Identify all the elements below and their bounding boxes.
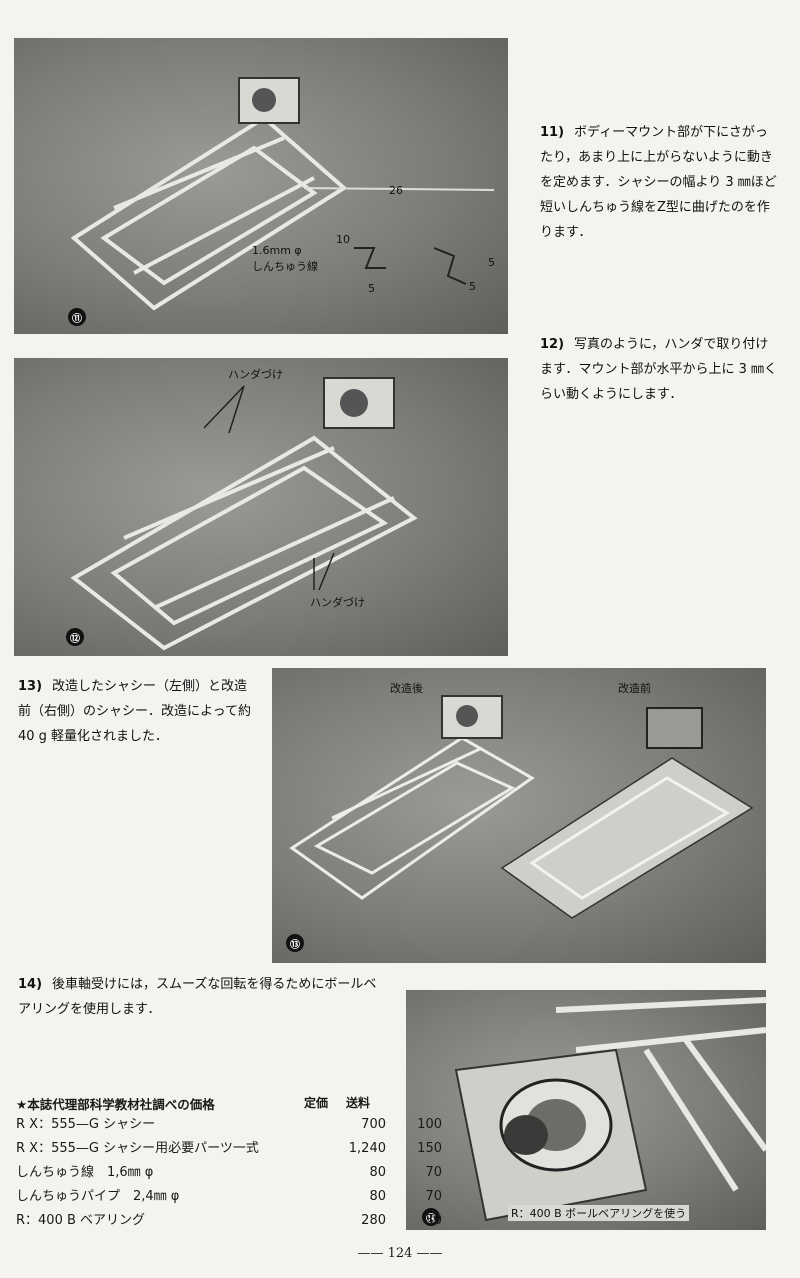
item-name: R：400 B ベアリング	[16, 1213, 146, 1228]
bearing-caption: R：400 B ボールベアリングを使う	[508, 1205, 690, 1221]
figure-number: ⑪	[68, 308, 86, 326]
step-number: 14)	[18, 977, 43, 992]
item-price: 80	[369, 1189, 386, 1204]
solder-label: ハンダづけ	[310, 596, 365, 609]
chassis-illustration	[70, 77, 495, 311]
figure-number: ⑬	[286, 934, 304, 952]
page-number: —— 124 ——	[357, 1246, 443, 1261]
price-row: R X：555—G シャシー 700 100	[16, 1114, 442, 1136]
step-number: 11)	[540, 125, 565, 140]
step-description: 写真のように，ハンダで取り付けます．マウント部が水平から上に 3 ㎜くらい動くよ…	[540, 337, 778, 402]
item-name: R X：555—G シャシー用必要パーツ一式	[16, 1141, 259, 1156]
wire-label: 1.6mm φ しんちゅう線	[252, 244, 318, 273]
step-12-text: 12)写真のように，ハンダで取り付けます．マウント部が水平から上に 3 ㎜くらい…	[540, 332, 780, 407]
dimension-label: 10	[336, 233, 350, 246]
photo-figure-13: 改造後 改造前 ⑬	[272, 668, 766, 963]
item-price: 1,240	[348, 1141, 386, 1156]
item-name: しんちゅう線 1,6㎜ φ	[16, 1165, 154, 1180]
dimension-label: 5	[368, 282, 375, 295]
step-14-text: 14)後車軸受けには，スムーズな回転を得るためにボールベアリングを使用します．	[18, 972, 388, 1022]
before-modification-label: 改造前	[618, 682, 651, 695]
photo-figure-12: ハンダづけ ハンダづけ ⑫	[14, 358, 508, 656]
price-row: R X：555—G シャシー用必要パーツ一式 1,240 150	[16, 1138, 442, 1160]
item-price: 80	[369, 1165, 386, 1180]
chassis-comparison-illustration	[289, 695, 754, 919]
price-column-header: 定価	[304, 1096, 329, 1110]
step-description: ボディーマウント部が下にさがったり，あまり上に上がらないように動きを定めます．シ…	[540, 125, 777, 240]
item-shipping: 70	[425, 1165, 442, 1180]
after-modification-label: 改造後	[390, 682, 423, 695]
dimension-label: 26	[389, 184, 403, 197]
item-price: 280	[361, 1213, 386, 1228]
item-shipping: 150	[417, 1141, 442, 1156]
figure-number: ⑫	[66, 628, 84, 646]
price-row: R：400 B ベアリング 280 30	[16, 1210, 442, 1232]
step-number: 12)	[540, 337, 565, 352]
item-shipping: 100	[417, 1117, 442, 1132]
step-11-text: 11)ボディーマウント部が下にさがったり，あまり上に上がらないように動きを定めま…	[540, 120, 780, 245]
price-row: しんちゅうパイプ 2,4㎜ φ 80 70	[16, 1186, 442, 1208]
bearing-illustration	[454, 997, 766, 1222]
item-shipping: 70	[425, 1189, 442, 1204]
step-description: 後車軸受けには，スムーズな回転を得るためにボールベアリングを使用します．	[18, 977, 377, 1017]
chassis-illustration	[70, 377, 418, 651]
item-shipping: 30	[425, 1213, 442, 1228]
step-description: 改造したシャシー（左側）と改造前（右側）のシャシー．改造によって約40 g 軽量…	[18, 679, 251, 744]
step-13-text: 13)改造したシャシー（左側）と改造前（右側）のシャシー．改造によって約40 g…	[18, 674, 254, 749]
solder-label: ハンダづけ	[228, 368, 283, 381]
price-row: しんちゅう線 1,6㎜ φ 80 70	[16, 1162, 442, 1184]
item-price: 700	[361, 1117, 386, 1132]
photo-figure-11: 26 10 5 5 5 1.6mm φ しんちゅう線 ⑪	[14, 38, 508, 334]
dimension-label: 5	[488, 256, 495, 269]
item-name: R X：555—G シャシー	[16, 1117, 156, 1132]
shipping-column-header: 送料	[346, 1096, 371, 1110]
dimension-label: 5	[469, 280, 476, 293]
figure-number: ⑭	[422, 1208, 440, 1226]
price-list-title: ★本誌代理部科学教材社調べの価格	[16, 1097, 215, 1112]
item-name: しんちゅうパイプ 2,4㎜ φ	[16, 1189, 180, 1204]
photo-figure-14: R：400 B ボールベアリングを使う ⑭	[406, 990, 766, 1230]
step-number: 13)	[18, 679, 43, 694]
